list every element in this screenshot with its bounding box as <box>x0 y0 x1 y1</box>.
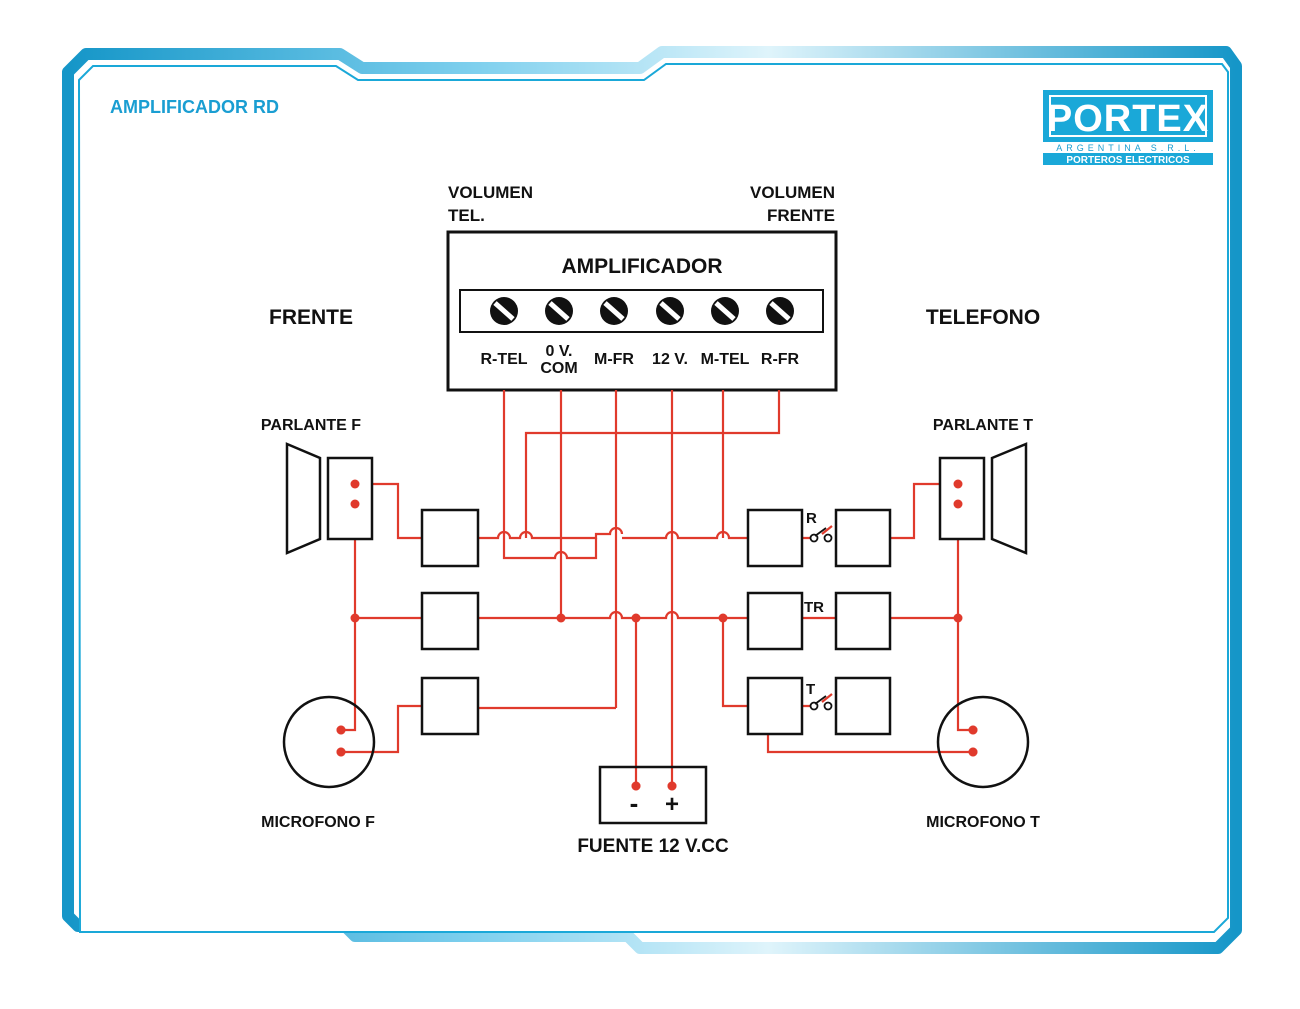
terminal-label: R-FR <box>761 351 800 368</box>
relay-switches <box>809 527 833 711</box>
terminal-label: M-TEL <box>701 351 750 368</box>
side-label-phone: TELEFONO <box>926 306 1040 329</box>
junction-boxes-left <box>420 508 480 736</box>
speaker-front-label: PARLANTE F <box>261 417 361 434</box>
wire-phone-vertical <box>956 504 973 732</box>
portex-logo: PORTEX ARGENTINA S.R.L. PORTEROS ELECTRI… <box>1043 90 1213 166</box>
relay-boxes <box>746 508 804 736</box>
wiring <box>341 390 973 786</box>
speaker-front <box>285 442 374 555</box>
volume-frente-label-line2: FRENTE <box>767 206 835 225</box>
wire-row1-lower <box>502 538 598 560</box>
page-title: AMPLIFICADOR RD <box>110 97 279 117</box>
volume-tel-label-line1: VOLUMEN <box>448 183 533 202</box>
side-label-front: FRENTE <box>269 306 353 329</box>
wire-mic-f-to-box <box>341 704 422 754</box>
terminal-label: 12 V. <box>652 351 688 368</box>
terminal-screw-icon <box>600 297 628 325</box>
terminal-screw-icon <box>545 297 573 325</box>
wire-row1-right <box>622 530 748 540</box>
wire-front-vertical <box>341 504 357 732</box>
terminal-screw-icon <box>766 297 794 325</box>
wire-row1-left <box>478 526 624 540</box>
relay-t-label: T <box>806 681 815 698</box>
wire-relay-t <box>721 618 748 708</box>
wire-mic-t <box>766 732 973 754</box>
wire-right-row1 <box>890 482 958 540</box>
mic-phone <box>936 695 1030 789</box>
power-supply-plus: + <box>665 791 679 818</box>
terminal-label: M-FR <box>594 351 634 368</box>
wire-row2-mid <box>478 610 748 620</box>
terminal-label: R-TEL <box>480 351 527 368</box>
volume-tel-label-line2: TEL. <box>448 206 485 225</box>
mic-front <box>282 695 376 789</box>
terminal-label-line2: COM <box>540 360 577 377</box>
relay-r-label: R <box>806 510 817 527</box>
page-frame <box>62 46 1242 954</box>
wire-relay-t-switch <box>802 693 833 708</box>
terminal-screw-icon <box>711 297 739 325</box>
terminal-strip <box>459 289 824 333</box>
power-supply-minus: - <box>630 788 639 818</box>
logo-tagline: ARGENTINA S.R.L. <box>1056 143 1200 153</box>
junction-boxes-right <box>834 508 892 736</box>
amplifier-box: AMPLIFICADOR <box>446 230 838 392</box>
terminal-label: 0 V. <box>546 343 573 360</box>
power-supply-box <box>598 765 708 825</box>
relay-tr-label: TR <box>804 599 824 616</box>
wire-r-fr <box>524 390 781 538</box>
speaker-phone-label: PARLANTE T <box>933 417 1033 434</box>
mic-phone-label: MICROFONO T <box>926 814 1040 831</box>
terminal-screws <box>490 297 794 325</box>
wire-relay-r-switch <box>802 525 833 540</box>
power-supply-label: FUENTE 12 V.CC <box>577 836 729 857</box>
amplifier-title: AMPLIFICADOR <box>562 255 723 278</box>
terminal-screw-icon <box>490 297 518 325</box>
wire-speaker-f-to-box <box>355 482 422 540</box>
logo-brand: PORTEX <box>1047 98 1209 140</box>
logo-subtitle: PORTEROS ELECTRICOS <box>1066 155 1190 166</box>
terminal-screw-icon <box>656 297 684 325</box>
speaker-phone <box>938 442 1028 555</box>
volume-frente-label-line1: VOLUMEN <box>750 183 835 202</box>
mic-front-label: MICROFONO F <box>261 814 375 831</box>
